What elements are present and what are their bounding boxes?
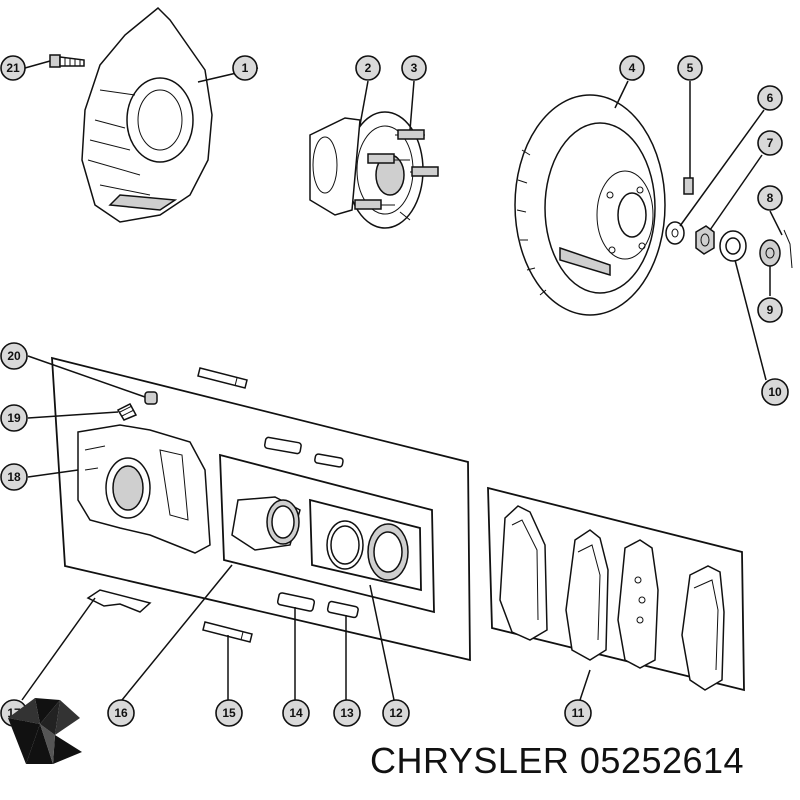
svg-text:16: 16 xyxy=(114,706,128,720)
svg-text:2: 2 xyxy=(365,61,372,75)
callout-19: 19 xyxy=(0,404,28,432)
seal-kit-panel xyxy=(309,498,422,592)
callout-10: 10 xyxy=(761,378,789,406)
svg-text:15: 15 xyxy=(222,706,236,720)
svg-text:10: 10 xyxy=(768,385,782,399)
wheel-bearing xyxy=(759,239,781,267)
hub-bearing xyxy=(309,111,439,229)
callout-2: 2 xyxy=(355,55,381,81)
caliper-piston xyxy=(231,496,301,551)
callout-14: 14 xyxy=(282,699,310,727)
svg-text:4: 4 xyxy=(629,61,636,75)
callout-21: 21 xyxy=(0,55,26,81)
svg-text:7: 7 xyxy=(767,136,774,150)
svg-text:5: 5 xyxy=(687,61,694,75)
brake-pads xyxy=(499,505,725,691)
svg-text:20: 20 xyxy=(7,349,21,363)
retaining-clip xyxy=(783,229,793,269)
svg-text:13: 13 xyxy=(340,706,354,720)
grease-seal xyxy=(719,230,747,262)
callout-11: 11 xyxy=(564,699,592,727)
brake-pad-panel xyxy=(487,486,745,692)
svg-text:6: 6 xyxy=(767,91,774,105)
callout-5: 5 xyxy=(677,55,703,81)
nut-lock xyxy=(683,177,694,195)
chrysler-pentastar-logo xyxy=(8,698,82,764)
bleeder-cap xyxy=(144,391,158,405)
dust-shield xyxy=(81,6,213,223)
callout-9: 9 xyxy=(757,297,783,323)
svg-text:8: 8 xyxy=(767,191,774,205)
callout-13: 13 xyxy=(333,699,361,727)
callout-18: 18 xyxy=(0,463,28,491)
svg-text:18: 18 xyxy=(7,470,21,484)
svg-text:14: 14 xyxy=(289,706,303,720)
callout-6: 6 xyxy=(757,85,783,111)
callout-16: 16 xyxy=(107,699,135,727)
callout-15: 15 xyxy=(215,699,243,727)
leader-lines xyxy=(21,60,783,701)
callout-8: 8 xyxy=(757,185,783,211)
anti-rattle-clip xyxy=(86,589,152,613)
slide-pin-lower xyxy=(202,621,253,643)
svg-text:19: 19 xyxy=(7,411,21,425)
slide-pin-upper xyxy=(197,367,248,389)
callout-7: 7 xyxy=(757,130,783,156)
pin-bushing-14 xyxy=(276,592,316,612)
callout-3: 3 xyxy=(401,55,427,81)
callout-4: 4 xyxy=(619,55,645,81)
washer xyxy=(665,221,685,245)
caliper-kit-panel xyxy=(51,356,471,662)
shield-bolt xyxy=(49,54,85,68)
svg-text:21: 21 xyxy=(6,61,20,75)
hub-nut xyxy=(695,225,715,255)
bushing-upper-b xyxy=(314,453,344,468)
caliper-housing xyxy=(77,424,211,554)
svg-text:1: 1 xyxy=(242,61,249,75)
callout-20: 20 xyxy=(0,342,28,370)
bushing-upper-a xyxy=(263,436,302,455)
brake-rotor xyxy=(514,94,666,316)
part-caption: CHRYSLER 05252614 xyxy=(370,740,745,781)
svg-text:11: 11 xyxy=(572,706,585,720)
callout-12: 12 xyxy=(382,699,410,727)
bleeder-screw xyxy=(116,403,138,421)
piston-kit-panel xyxy=(219,453,435,614)
callout-1: 1 xyxy=(232,55,258,81)
pin-bushing-13 xyxy=(326,600,359,619)
svg-text:3: 3 xyxy=(411,61,418,75)
svg-text:12: 12 xyxy=(389,706,403,720)
piston-seals xyxy=(326,520,409,581)
svg-text:9: 9 xyxy=(767,303,774,317)
